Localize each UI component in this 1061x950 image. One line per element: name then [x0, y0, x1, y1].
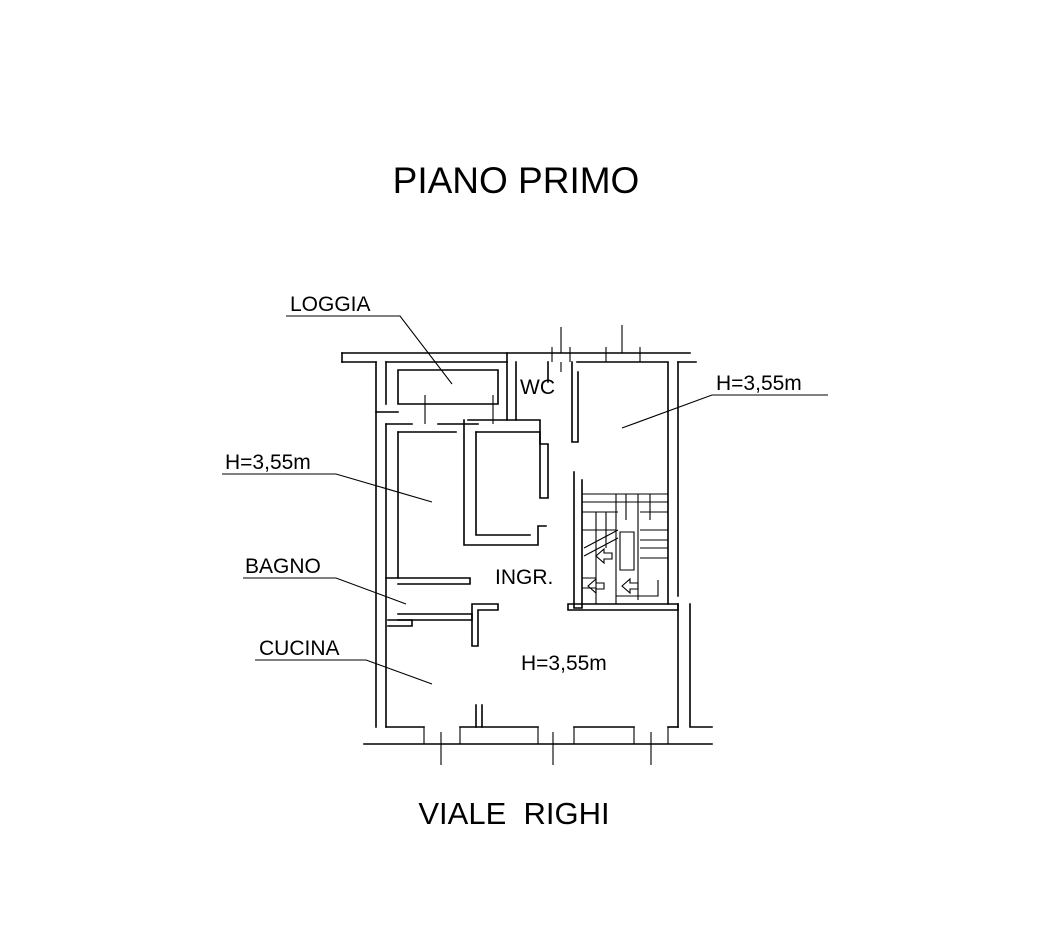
- label-height-right: H=3,55m: [716, 372, 802, 395]
- street-name: VIALE RIGHI: [418, 796, 609, 831]
- leader-lines: [222, 315, 828, 685]
- outer-walls: [341, 352, 713, 745]
- interior-walls: [385, 352, 679, 728]
- staircase: [582, 493, 668, 604]
- windows: [423, 325, 669, 765]
- label-wc: WC: [520, 376, 555, 399]
- label-height-left: H=3,55m: [225, 451, 311, 474]
- label-ingresso: INGR.: [495, 566, 553, 589]
- label-bagno: BAGNO: [245, 555, 321, 578]
- label-height-bottom: H=3,55m: [521, 652, 607, 675]
- label-loggia: LOGGIA: [290, 293, 371, 316]
- label-cucina: CUCINA: [259, 637, 340, 660]
- plan-title: PIANO PRIMO: [393, 160, 640, 201]
